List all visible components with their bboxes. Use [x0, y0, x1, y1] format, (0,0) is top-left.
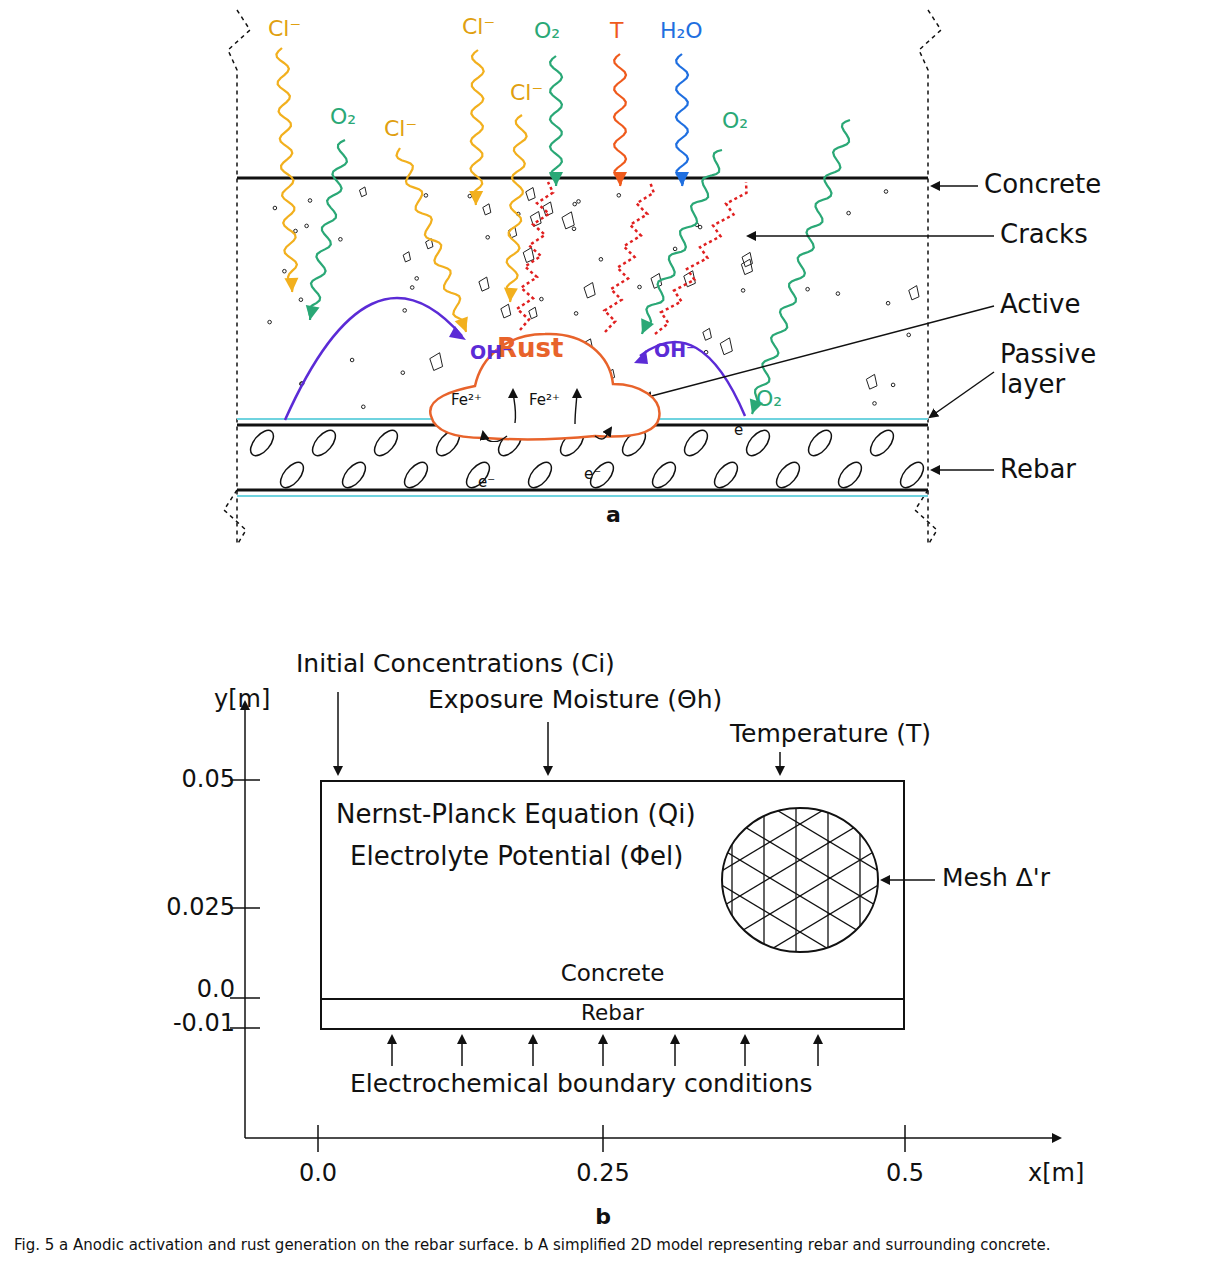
species-label: e [734, 422, 743, 439]
annotation-label: Temperature (T) [730, 720, 931, 749]
annotation-label: Electrochemical boundary conditions [350, 1070, 813, 1099]
annotation-label: Concrete [984, 170, 1101, 200]
species-label: e⁻ [478, 474, 495, 491]
species-label: OH⁻ [654, 340, 696, 362]
annotation-label: Cracks [1000, 220, 1088, 250]
node-text: Nernst-Planck Equation (Qi) [336, 800, 696, 830]
rebar-domain: Rebar [320, 998, 905, 1030]
panel-letter: b [595, 1204, 611, 1229]
figure-caption: Fig. 5 a Anodic activation and rust gene… [14, 1236, 1214, 1256]
species-label: Cl⁻ [510, 80, 543, 105]
species-label: Cl⁻ [268, 16, 301, 41]
species-label: e⁻ [584, 466, 601, 483]
concrete-domain: Nernst-Planck Equation (Qi) Electrolyte P… [320, 780, 905, 1000]
annotation-label: Active [1000, 290, 1080, 320]
annotation-label: x[m] [1028, 1160, 1084, 1188]
mesh-circle [722, 808, 878, 952]
node-text: Concrete [322, 960, 903, 986]
annotation-label: Mesh Δ'r [942, 864, 1050, 893]
species-label: T [610, 18, 623, 43]
annotation-label: Initial Concentrations (Ci) [296, 650, 615, 679]
species-label: OH⁻ [470, 342, 512, 364]
species-label: H₂O [660, 18, 703, 43]
crack-lines [517, 182, 747, 334]
annotation-label: -0.01 [173, 1010, 235, 1038]
annotation-label: 0.0 [197, 976, 235, 1004]
annotation-label: Rebar [1000, 455, 1076, 485]
node-text: Rebar [322, 1001, 903, 1026]
annotation-label: 0.05 [182, 766, 235, 794]
species-arrows [276, 48, 850, 414]
rust-region: RustFe²⁺Fe²⁺ [425, 328, 665, 442]
node-text: Fe²⁺ [529, 392, 560, 409]
annotation-label: 0.25 [576, 1160, 629, 1188]
mesh-grid [700, 620, 900, 1136]
panel-letter: a [606, 502, 621, 527]
axes [230, 702, 1060, 1152]
species-label: Cl⁻ [384, 116, 417, 141]
species-label: Cl⁻ [462, 14, 495, 39]
node-text: Fe²⁺ [451, 392, 482, 409]
annotation-label: Exposure Moisture (Θh) [428, 686, 722, 715]
node-text: Electrolyte Potential (Φel) [350, 842, 683, 872]
annotation-label: 0.5 [886, 1160, 924, 1188]
annotation-label: Passive layer [1000, 340, 1150, 400]
annotation-label: 0.025 [166, 894, 235, 922]
annotation-label: y[m] [214, 686, 270, 714]
species-label: O₂ [756, 386, 782, 411]
annotation-label: 0.0 [299, 1160, 337, 1188]
species-label: O₂ [330, 104, 356, 129]
species-label: O₂ [722, 108, 748, 133]
label-leaders [644, 186, 994, 470]
concrete-block [224, 10, 941, 545]
species-label: O₂ [534, 18, 560, 43]
